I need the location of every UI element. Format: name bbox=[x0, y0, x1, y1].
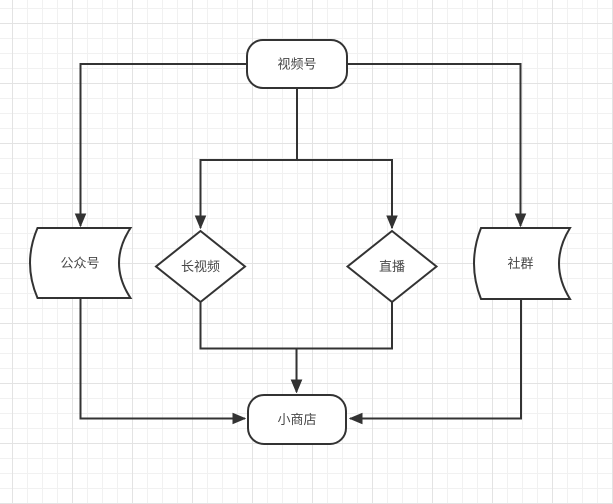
node-official-account[interactable]: 公众号 bbox=[29, 227, 133, 299]
node-long-video[interactable]: 长视频 bbox=[154, 229, 247, 304]
edge-long-video-to-small-shop[interactable] bbox=[199, 302, 297, 392]
edge-video-account-to-live-stream[interactable] bbox=[296, 88, 392, 228]
edge-live-stream-to-small-shop[interactable] bbox=[297, 302, 393, 392]
diamond-shape[interactable] bbox=[345, 229, 439, 304]
edge-video-account-to-official-account[interactable] bbox=[81, 63, 248, 226]
node-video-account[interactable]: 视频号 bbox=[246, 39, 348, 89]
node-label: 社群 bbox=[507, 256, 533, 271]
edge-official-account-to-small-shop[interactable] bbox=[79, 298, 246, 419]
node-label: 公众号 bbox=[60, 256, 99, 271]
edge-community-to-small-shop[interactable] bbox=[350, 299, 522, 419]
node-small-shop[interactable]: 小商店 bbox=[247, 394, 347, 445]
stored-data-shape[interactable] bbox=[473, 227, 572, 300]
node-label: 长视频 bbox=[181, 259, 220, 274]
node-label: 视频号 bbox=[277, 57, 316, 72]
node-live-stream[interactable]: 直播 bbox=[345, 229, 439, 304]
node-label: 小商店 bbox=[277, 412, 316, 427]
stored-data-shape[interactable] bbox=[29, 227, 133, 299]
edge-video-account-to-long-video[interactable] bbox=[201, 88, 298, 228]
edge-video-account-to-community[interactable] bbox=[347, 63, 521, 226]
diamond-shape[interactable] bbox=[154, 229, 247, 304]
rounded-rectangle-shape[interactable] bbox=[247, 394, 347, 445]
node-label: 直播 bbox=[379, 259, 405, 274]
node-community[interactable]: 社群 bbox=[473, 227, 572, 300]
rounded-rectangle-shape[interactable] bbox=[246, 39, 348, 89]
